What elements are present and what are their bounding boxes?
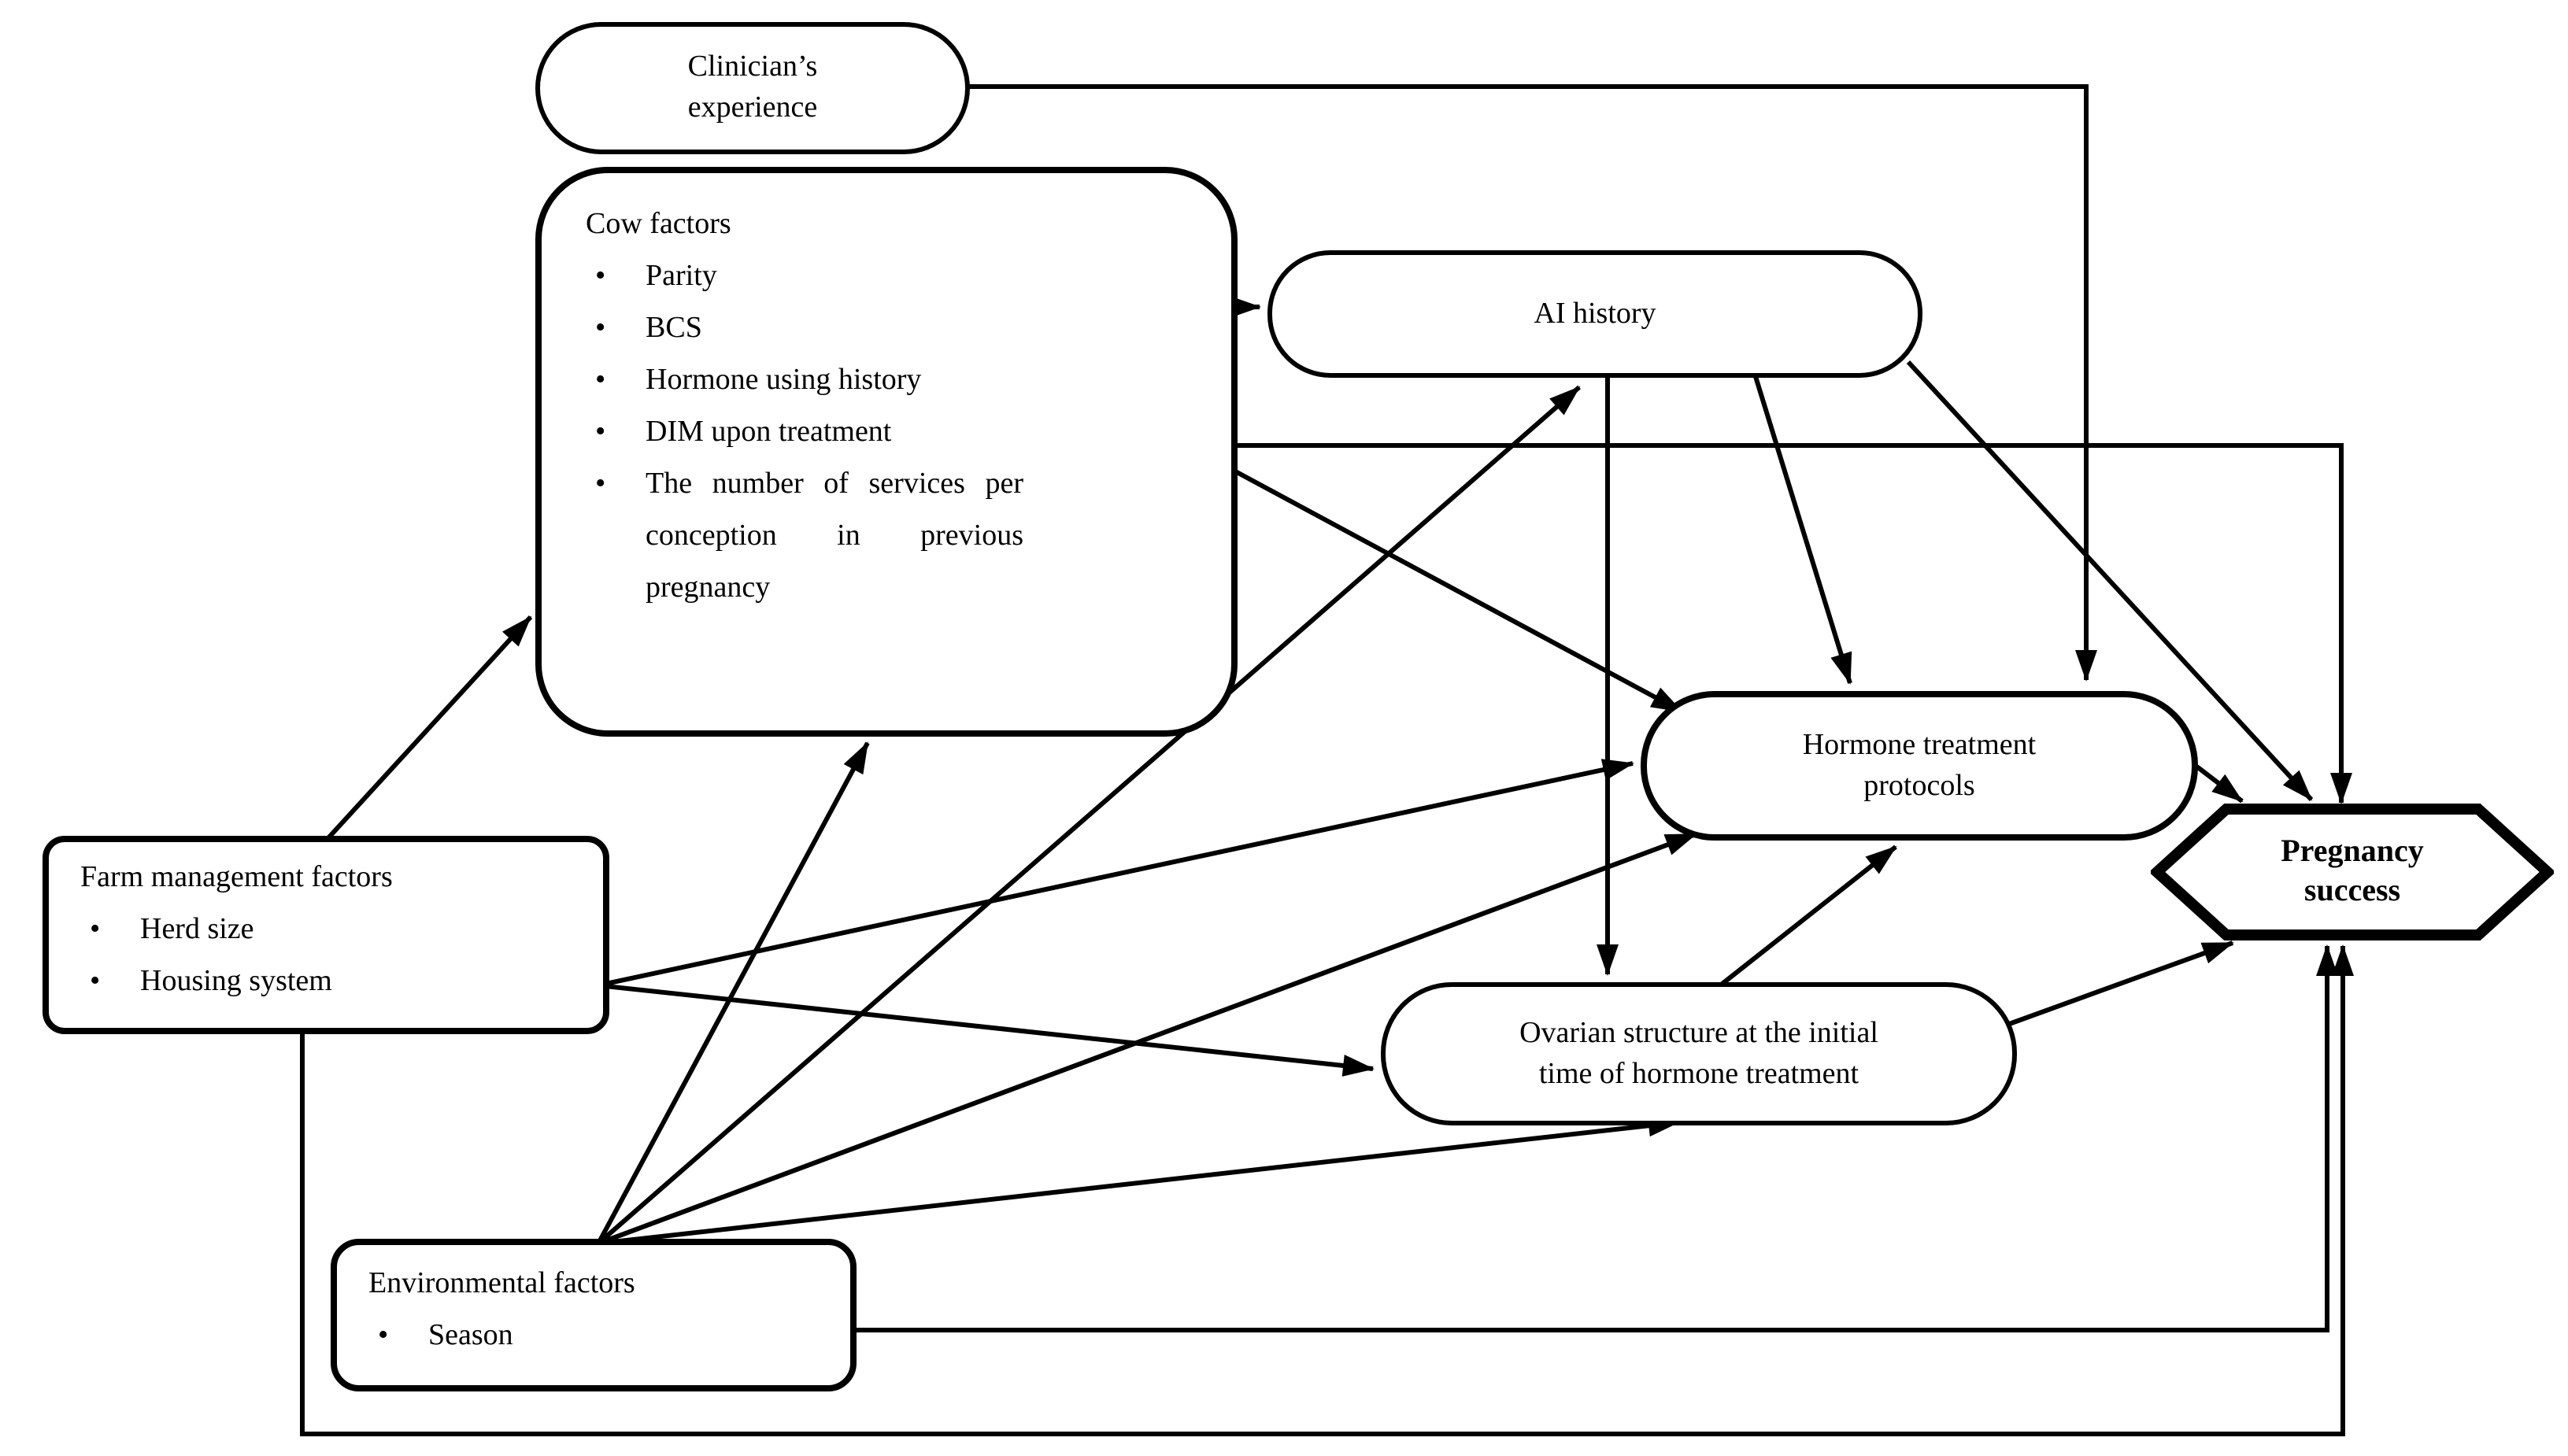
hexagon-outline [2148, 804, 2556, 940]
node-label-line: Hormone treatment [1802, 728, 2037, 761]
node-clinicians-experience: Clinician’s experience [535, 22, 970, 154]
node-environmental-factors: Environmental factors • Season [331, 1239, 857, 1391]
node-title: Cow factors [586, 208, 731, 241]
edge-farm-to-hormone [598, 759, 1634, 988]
node-label-line: success [2303, 874, 2401, 908]
edge-farm-to-pregnancy [300, 944, 2354, 1436]
bullet-icon: • [595, 260, 606, 293]
edge-ovarian-to-pregnancy [2001, 940, 2234, 1029]
bullet-icon: • [595, 416, 606, 449]
node-label-line: protocols [1863, 769, 1975, 802]
list-item-label: DIM upon treatment [646, 416, 892, 449]
node-title: Farm management factors [80, 861, 393, 894]
node-hormone-treatment-protocols: Hormone treatment protocols [1641, 691, 2198, 841]
node-label-line: experience [687, 91, 818, 124]
edge-farm-to-cow [324, 615, 533, 843]
node-ai-history: AI history [1267, 250, 1922, 378]
list-item-label: Hormone using history [646, 364, 922, 397]
node-label: AI history [1534, 297, 1656, 330]
node-farm-management-factors: Farm management factors • Herd size • Ho… [43, 836, 609, 1034]
list-item: • The number of services per conception … [586, 458, 1231, 614]
node-ovarian-structure: Ovarian structure at the initial time of… [1381, 982, 2017, 1125]
node-label-line: Clinician’s [687, 50, 818, 83]
node-pregnancy-success: Pregnancy success [2148, 800, 2556, 944]
edge-env-to-hormone [597, 832, 1697, 1246]
bullet-icon: • [595, 312, 606, 345]
edge-env-to-ovarian [598, 1114, 1680, 1246]
edge-cow-to-hormone [1227, 465, 1683, 714]
edge-ai-to-hormone [1752, 371, 1852, 685]
edge-cow-to-pregnancy [1228, 443, 2352, 804]
hexagon-shape [2148, 804, 2556, 940]
node-label-line: Ovarian structure at the initial [1519, 1016, 1878, 1049]
bullet-icon: • [595, 467, 606, 501]
list-item-label: Season [428, 1319, 513, 1352]
bullet-icon: • [378, 1319, 389, 1352]
list-item-label: Parity [646, 260, 717, 293]
list-item: • BCS [586, 302, 1231, 354]
edge-env-to-cow [596, 741, 870, 1245]
edge-env-to-pregnancy [847, 944, 2338, 1332]
bullet-icon: • [90, 913, 101, 946]
edge-ai-to-pregnancy [1906, 360, 2314, 802]
edge-env-to-ai [597, 385, 1581, 1246]
node-label-line: time of hormone treatment [1538, 1057, 1859, 1090]
list-item-label: The number of services per conception in… [646, 467, 1023, 604]
edge-clinician-to-hormone [960, 84, 2097, 682]
list-item: • DIM upon treatment [586, 406, 1231, 458]
list-item: • Housing system [80, 955, 603, 1007]
list-item: • Herd size [80, 904, 603, 955]
list-item-label: Housing system [140, 965, 332, 998]
node-cow-factors: Cow factors • Parity • BCS Hormone using… [535, 167, 1238, 737]
list-item-label: BCS [646, 312, 702, 345]
node-label: Pregnancy success [2151, 800, 2554, 944]
list-item-label: Herd size [140, 913, 254, 946]
list-item: Hormone using history• Hormone using his… [586, 354, 1231, 406]
list-item: • Parity [586, 250, 1231, 302]
bullet-icon: • [90, 965, 101, 998]
edge-ovarian-to-hormone [1715, 844, 1897, 991]
node-title: Environmental factors [368, 1267, 635, 1300]
list-item: • Season [368, 1310, 850, 1362]
edge-farm-to-ovarian [598, 983, 1375, 1077]
bullet-icon: • [595, 364, 606, 397]
node-label-line: Pregnancy [2281, 834, 2424, 869]
